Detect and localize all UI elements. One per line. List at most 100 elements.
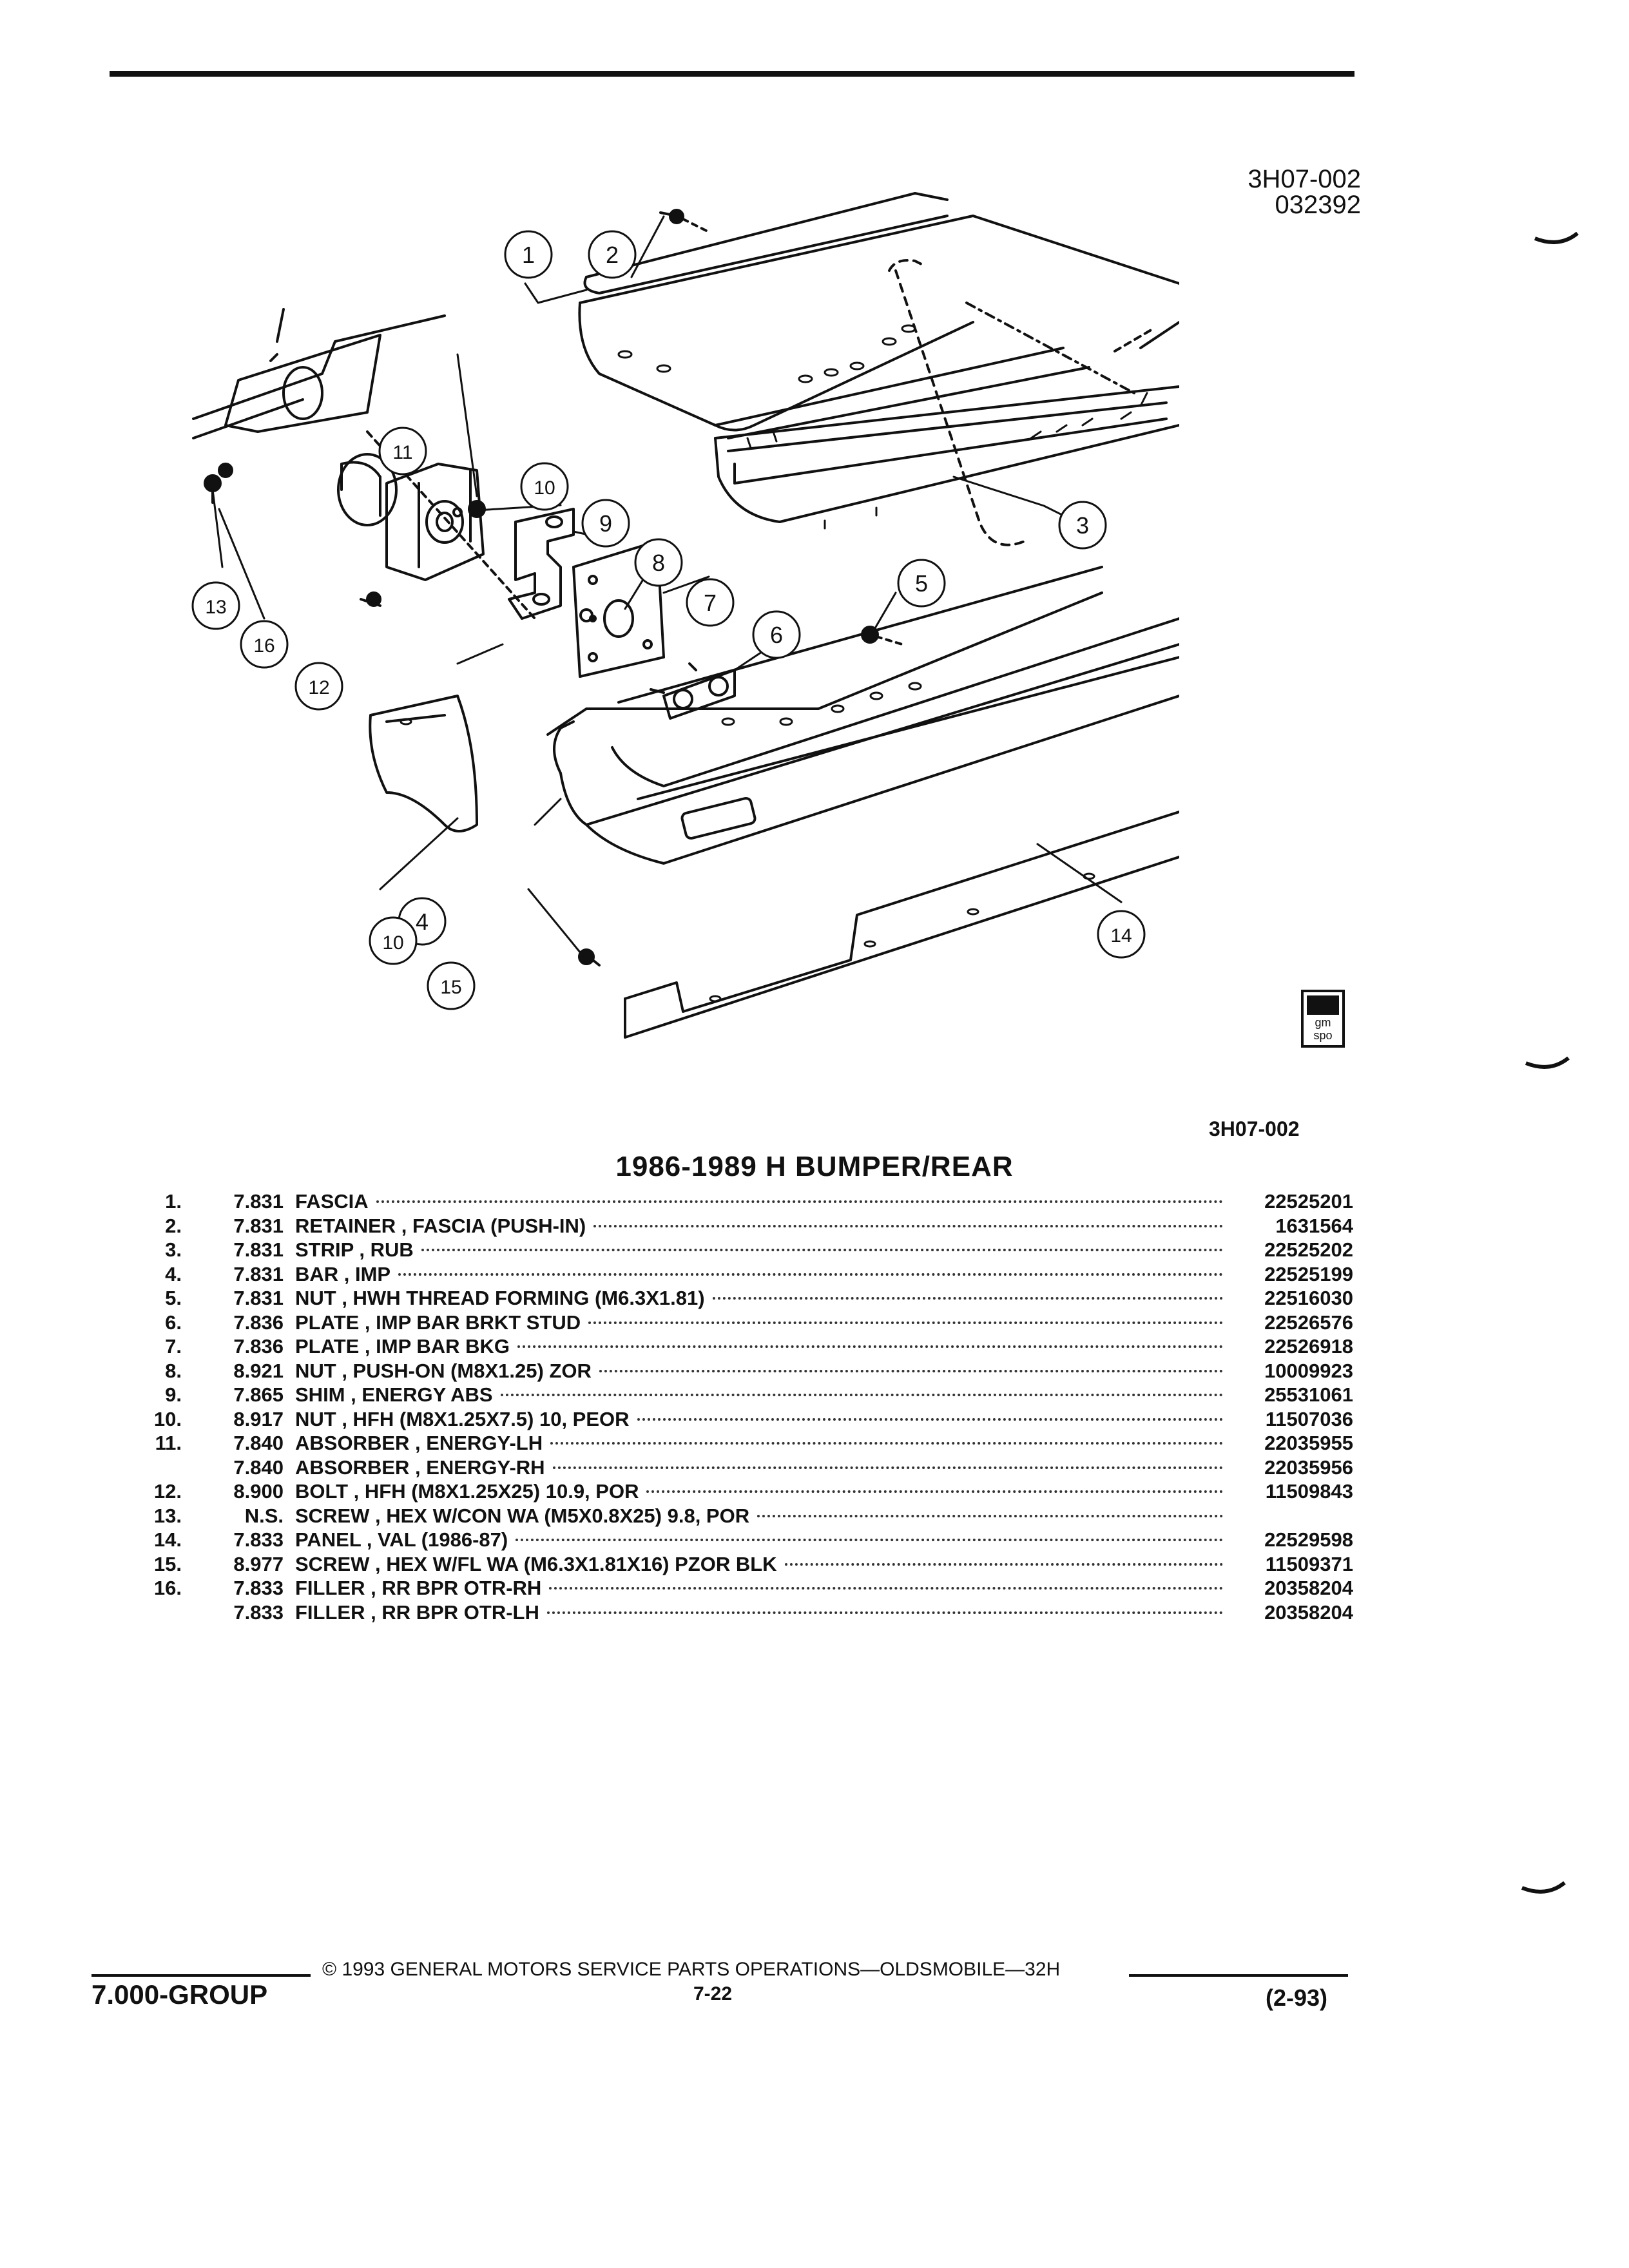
callout-14: 14 [1110,925,1132,947]
margin-mark [1525,1057,1570,1069]
part-description: SCREW , HEX W/FL WA (M6.3X1.81X16) PZOR … [295,1552,777,1575]
dot-leader [398,1273,1223,1276]
part-item-number: 8. [165,1359,182,1382]
part-item-number: 9. [165,1383,182,1406]
part-number: 22516030 [1264,1287,1353,1309]
part-item-number: 1. [165,1190,182,1213]
part-item-number: 13. [153,1504,182,1527]
svg-text:gm: gm [1315,1016,1331,1029]
dot-leader [637,1418,1223,1421]
part-group-number: 7.831 [233,1262,284,1285]
part-number: 22525199 [1264,1262,1353,1285]
part-item-number: 15. [153,1552,182,1575]
part-group-number: 7.836 [233,1311,284,1334]
dot-leader [757,1514,1223,1517]
part-row: 9. 7.865 SHIM , ENERGY ABS 25531061 [129,1383,1353,1407]
part-description: BAR , IMP [295,1262,391,1285]
part-number: 22525202 [1264,1238,1353,1261]
part-group-number: 7.836 [233,1335,284,1358]
part-item-number: 2. [165,1214,182,1237]
part-group-number: 7.831 [233,1238,284,1261]
part-description: ABSORBER , ENERGY-LH [295,1432,543,1454]
part-group-number: 7.865 [233,1383,284,1406]
part-group-number: 7.831 [233,1214,284,1237]
part-number: 22526918 [1264,1335,1353,1358]
part-description: PLATE , IMP BAR BKG [295,1335,510,1358]
dot-leader [712,1297,1223,1300]
dot-leader [599,1369,1223,1372]
part-row: 7.833 FILLER , RR BPR OTR-LH 20358204 [129,1600,1353,1625]
part-description: PANEL , VAL (1986-87) [295,1528,508,1551]
part-number: 20358204 [1264,1600,1353,1624]
dot-leader [552,1466,1223,1469]
callout-6: 6 [770,622,783,648]
impact-bar-part [546,566,1179,865]
part-group-number: 7.833 [233,1528,284,1551]
part-number: 11509843 [1265,1480,1353,1503]
dot-leader [517,1345,1223,1348]
callout-16: 16 [253,635,275,657]
part-group-number: 8.921 [233,1359,284,1382]
part-description: NUT , PUSH-ON (M8X1.25) ZOR [295,1359,592,1382]
callout-1: 1 [522,242,535,268]
figure-code: 3H07-002 [1248,165,1361,193]
callout-10b: 10 [534,477,555,499]
dot-leader [550,1442,1223,1445]
margin-mark [1534,232,1579,244]
top-rule [110,71,1354,77]
revision-date: (2-93) [1266,1984,1328,2011]
part-group-number: N.S. [244,1504,284,1527]
rub-strip-part [714,385,1179,530]
part-row: 13.N.S.SCREW , HEX W/CON WA (M5X0.8X25) … [129,1504,1353,1528]
part-group-number: 8.977 [233,1552,284,1575]
callout-3: 3 [1076,512,1089,539]
part-group-number: 7.840 [233,1432,284,1454]
callout-2: 2 [606,242,619,268]
callout-10a: 10 [382,932,403,954]
part-item-number: 12. [153,1480,182,1503]
part-description: NUT , HFH (M8X1.25X7.5) 10, PEOR [295,1407,630,1430]
copyright-text: © 1993 GENERAL MOTORS SERVICE PARTS OPER… [322,1959,1061,1980]
group-label: 7.000-GROUP [92,1979,268,2010]
part-group-number: 7.833 [233,1600,284,1624]
part-group-number: 8.917 [233,1407,284,1430]
part-description: SHIM , ENERGY ABS [295,1383,493,1406]
part-description: FILLER , RR BPR OTR-RH [295,1577,542,1599]
part-item-number: 3. [165,1238,182,1261]
dot-leader [500,1394,1223,1396]
part-description: FILLER , RR BPR OTR-LH [295,1600,539,1624]
part-description: NUT , HWH THREAD FORMING (M6.3X1.81) [295,1287,705,1309]
callout-15: 15 [440,977,461,998]
figure-reference: 3H07-002 [1209,1117,1300,1140]
part-item-number: 16. [153,1577,182,1599]
footer-rule-right [1129,1974,1348,1977]
part-group-number: 7.833 [233,1577,284,1599]
dot-leader [546,1611,1223,1614]
callout-4: 4 [416,908,429,935]
figure-code-block: 3H07-002 032392 [1248,166,1361,218]
svg-text:spo: spo [1313,1029,1332,1042]
dot-leader [549,1587,1223,1590]
part-group-number: 7.831 [233,1190,284,1213]
dot-leader [646,1490,1223,1493]
exploded-bumper-diagram: 1 2 3 4 5 6 7 8 9 10 10 11 12 13 14 15 1… [191,192,1179,1039]
part-item-number: 11. [155,1432,182,1454]
part-item-number: 14. [153,1528,182,1551]
part-description: BOLT , HFH (M8X1.25X25) 10.9, POR [295,1480,639,1503]
dot-leader [376,1200,1223,1203]
part-number: 22525201 [1264,1190,1353,1213]
callout-13: 13 [205,597,226,618]
part-number: 25531061 [1264,1383,1353,1406]
part-number: 1631564 [1275,1214,1353,1237]
